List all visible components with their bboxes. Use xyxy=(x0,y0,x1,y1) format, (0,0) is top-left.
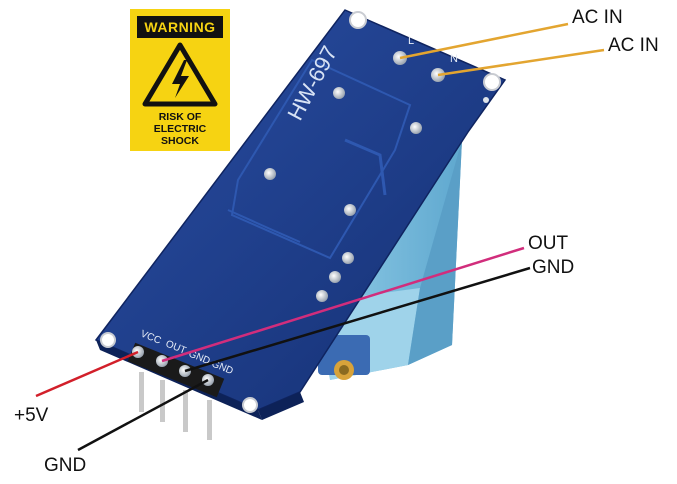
label-gnd-bottom: GND xyxy=(44,455,87,476)
label-gnd-top: GND xyxy=(532,257,575,278)
mounting-holes xyxy=(100,11,501,413)
terminal-l-label: L xyxy=(408,35,414,47)
warning-line-3: SHOCK xyxy=(161,135,199,147)
warning-sign: WARNING RISK OF ELECTRIC SHOCK xyxy=(130,9,230,151)
terminal-n-label: N xyxy=(450,53,458,65)
warning-line-2: ELECTRIC xyxy=(153,123,207,135)
label-ac-in-2: AC IN xyxy=(608,35,659,56)
warning-line-1: RISK OF xyxy=(158,111,202,123)
warning-heading: WARNING xyxy=(137,16,223,38)
label-out: OUT xyxy=(528,233,569,254)
wire-ac-in-1 xyxy=(399,22,569,60)
wire-ac-in-2 xyxy=(437,48,605,77)
wire-out xyxy=(161,246,525,363)
wires xyxy=(35,22,605,452)
high-voltage-icon xyxy=(142,42,218,107)
label-vcc: +5V xyxy=(14,405,49,426)
wire-gnd-bottom xyxy=(77,378,209,452)
label-ac-in-1: AC IN xyxy=(572,7,623,28)
wire-vcc xyxy=(35,350,139,398)
wire-gnd-top xyxy=(184,266,531,373)
